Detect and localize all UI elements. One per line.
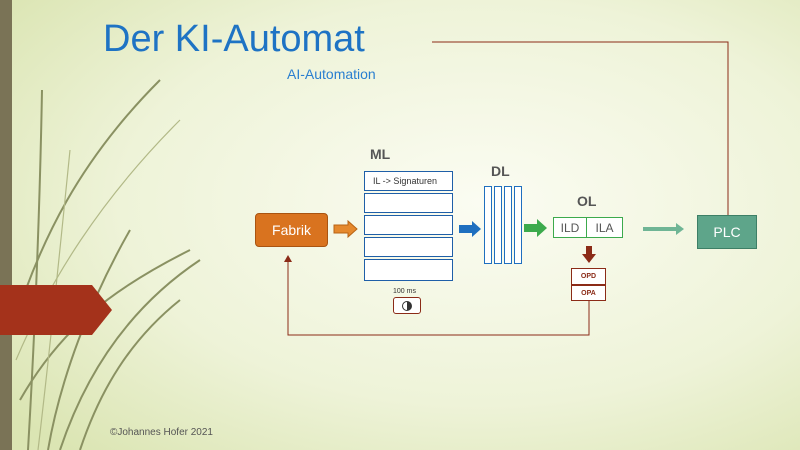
ml-row [364,259,453,281]
ol-label: OL [577,193,597,209]
dl-layer [504,186,512,264]
timer-toggle[interactable] [393,297,421,314]
ml-row [364,237,453,257]
grass-stems-decoration [11,79,201,450]
arrow-ol-to-plc [643,223,684,235]
dl-layer [514,186,522,264]
ol-cell-label: ILA [595,220,614,235]
ml-row [364,215,453,235]
output-cell-label: OPA [581,289,596,297]
ml-row: IL -> Signaturen [364,171,453,191]
toggle-icon [402,300,412,311]
output-cell-label: OPD [580,273,597,280]
ml-label: ML [370,146,391,162]
left-bar [0,0,12,450]
dl-label: DL [491,163,510,179]
ml-row-label: IL -> Signaturen [373,176,437,186]
ml-row [364,193,453,213]
ol-cell-ild: ILD [553,217,587,238]
fabrik-box: Fabrik [255,213,328,247]
arrow-ml-to-dl [459,221,481,237]
arrow-fabrik-to-ml [333,219,358,239]
page-subtitle: AI-Automation [287,66,376,82]
fabrik-label: Fabrik [272,222,311,238]
output-cell-opd: OPD [571,268,606,285]
page-title: Der KI-Automat [103,18,365,60]
feedback-loop-line [287,258,590,336]
plc-box: PLC [697,215,757,249]
plc-label: PLC [713,224,741,240]
plc-connector-line [432,41,729,216]
arrow-dl-to-ol [524,219,547,237]
dl-layer [484,186,492,264]
feedback-arrowhead [284,255,292,262]
dl-layer [494,186,502,264]
copyright-footer: ©Johannes Hofer 2021 [110,427,213,438]
accent-tab [0,285,112,335]
ol-cell-label: ILD [560,220,580,235]
timer-label: 100 ms [393,288,416,295]
ol-cell-ila: ILA [587,217,623,238]
arrow-ol-to-output [582,246,596,263]
output-cell-opa: OPA [571,285,606,301]
